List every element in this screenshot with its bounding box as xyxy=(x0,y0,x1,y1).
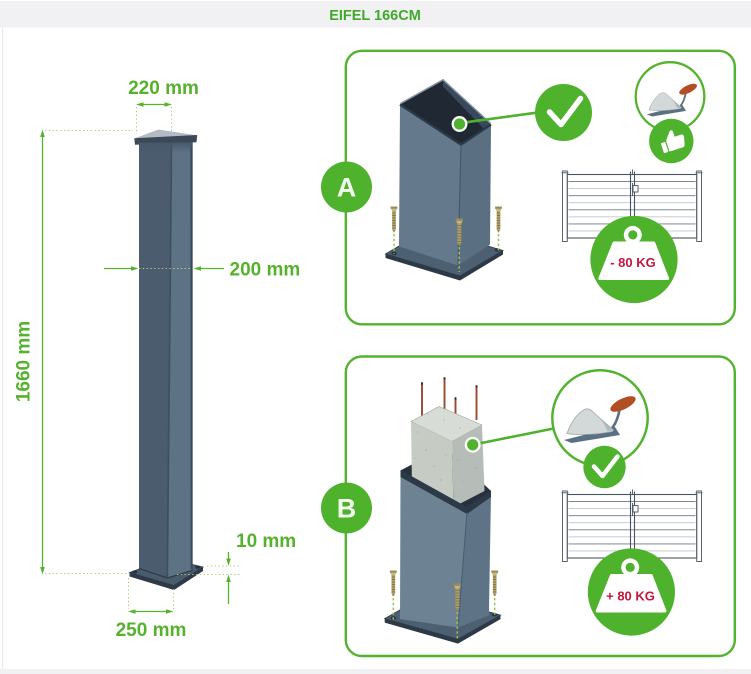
svg-text:+ 80 KG: + 80 KG xyxy=(606,589,655,604)
svg-text:200 mm: 200 mm xyxy=(230,260,301,281)
svg-text:10 mm: 10 mm xyxy=(236,531,296,552)
svg-text:250 mm: 250 mm xyxy=(116,620,187,641)
svg-text:220 mm: 220 mm xyxy=(128,78,199,99)
svg-text:- 80 KG: - 80 KG xyxy=(610,255,656,270)
svg-text:1660 mm: 1660 mm xyxy=(14,321,35,402)
svg-text:B: B xyxy=(337,494,357,524)
svg-text:EIFEL 166CM: EIFEL 166CM xyxy=(329,8,421,24)
svg-text:A: A xyxy=(337,173,357,203)
